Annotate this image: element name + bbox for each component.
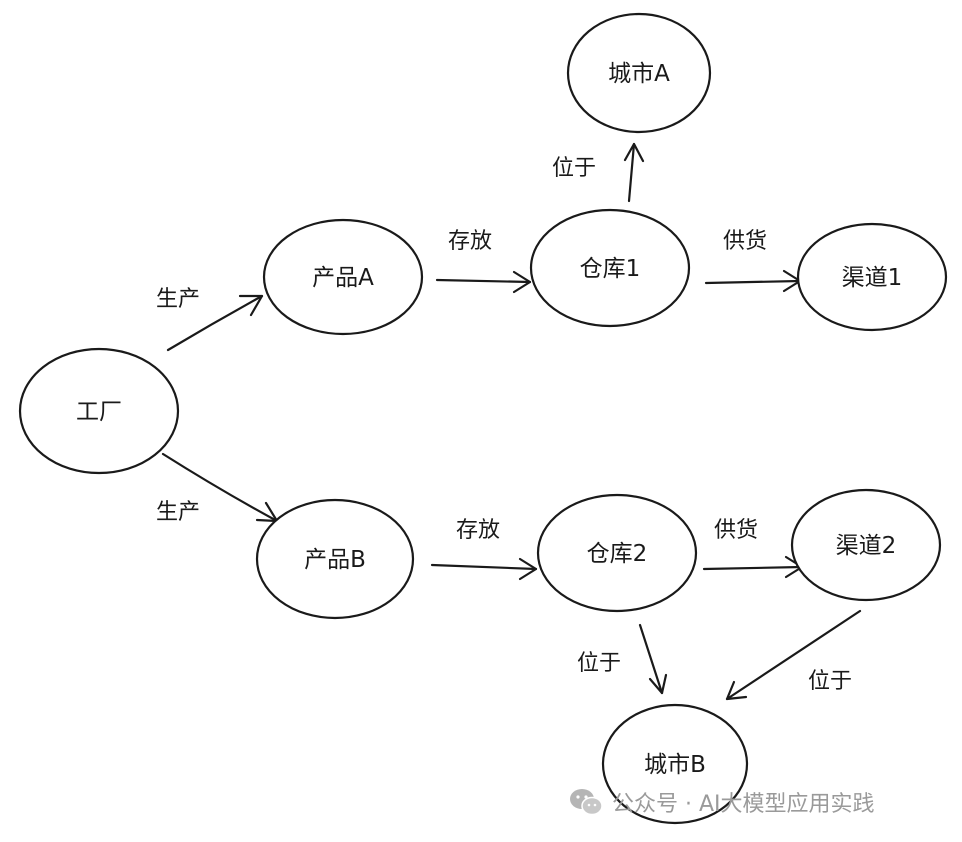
edge-label-channel-2-city-b: 位于	[808, 669, 852, 694]
edge-warehouse-1-channel-1	[704, 269, 802, 293]
node-label-warehouse-2: 仓库2	[587, 541, 648, 567]
node-channel-2: 渠道2	[790, 488, 942, 602]
node-product-b: 产品B	[255, 498, 415, 620]
node-label-factory: 工厂	[76, 399, 122, 425]
edge-label-warehouse-1-city-a: 位于	[552, 156, 596, 181]
node-label-city-b: 城市B	[644, 752, 706, 778]
edge-factory-product-a	[166, 294, 264, 352]
edge-label-warehouse-2-channel-2: 供货	[714, 518, 758, 543]
edge-product-a-warehouse-1	[435, 270, 532, 294]
node-warehouse-2: 仓库2	[536, 493, 698, 613]
edge-warehouse-2-city-b	[638, 623, 668, 695]
watermark: 公众号 · AI大模型应用实践	[568, 784, 875, 820]
edge-channel-2-city-b	[725, 609, 862, 701]
node-product-a: 产品A	[262, 218, 424, 336]
node-warehouse-1: 仓库1	[529, 208, 691, 328]
edge-label-warehouse-2-city-b: 位于	[577, 651, 621, 676]
edge-label-factory-product-b: 生产	[156, 500, 200, 525]
node-label-channel-2: 渠道2	[836, 533, 897, 559]
wechat-icon	[570, 789, 603, 816]
node-city-a: 城市A	[566, 12, 712, 134]
edge-label-product-a-warehouse-1: 存放	[448, 229, 492, 254]
edge-warehouse-1-city-a	[623, 142, 645, 203]
node-label-product-a: 产品A	[312, 265, 374, 291]
watermark-text: 公众号 · AI大模型应用实践	[612, 792, 875, 817]
edge-warehouse-2-channel-2	[702, 555, 804, 579]
node-label-warehouse-1: 仓库1	[580, 256, 641, 282]
edge-label-warehouse-1-channel-1: 供货	[723, 229, 767, 254]
edge-product-b-warehouse-2	[430, 557, 538, 581]
node-factory: 工厂	[18, 347, 180, 475]
edge-label-product-b-warehouse-2: 存放	[456, 518, 500, 543]
edge-label-factory-product-a: 生产	[156, 287, 200, 312]
node-channel-1: 渠道1	[796, 222, 948, 332]
node-label-product-b: 产品B	[304, 547, 366, 573]
node-city-b: 城市B	[601, 703, 749, 825]
node-label-channel-1: 渠道1	[842, 265, 903, 291]
node-label-city-a: 城市A	[608, 61, 670, 87]
